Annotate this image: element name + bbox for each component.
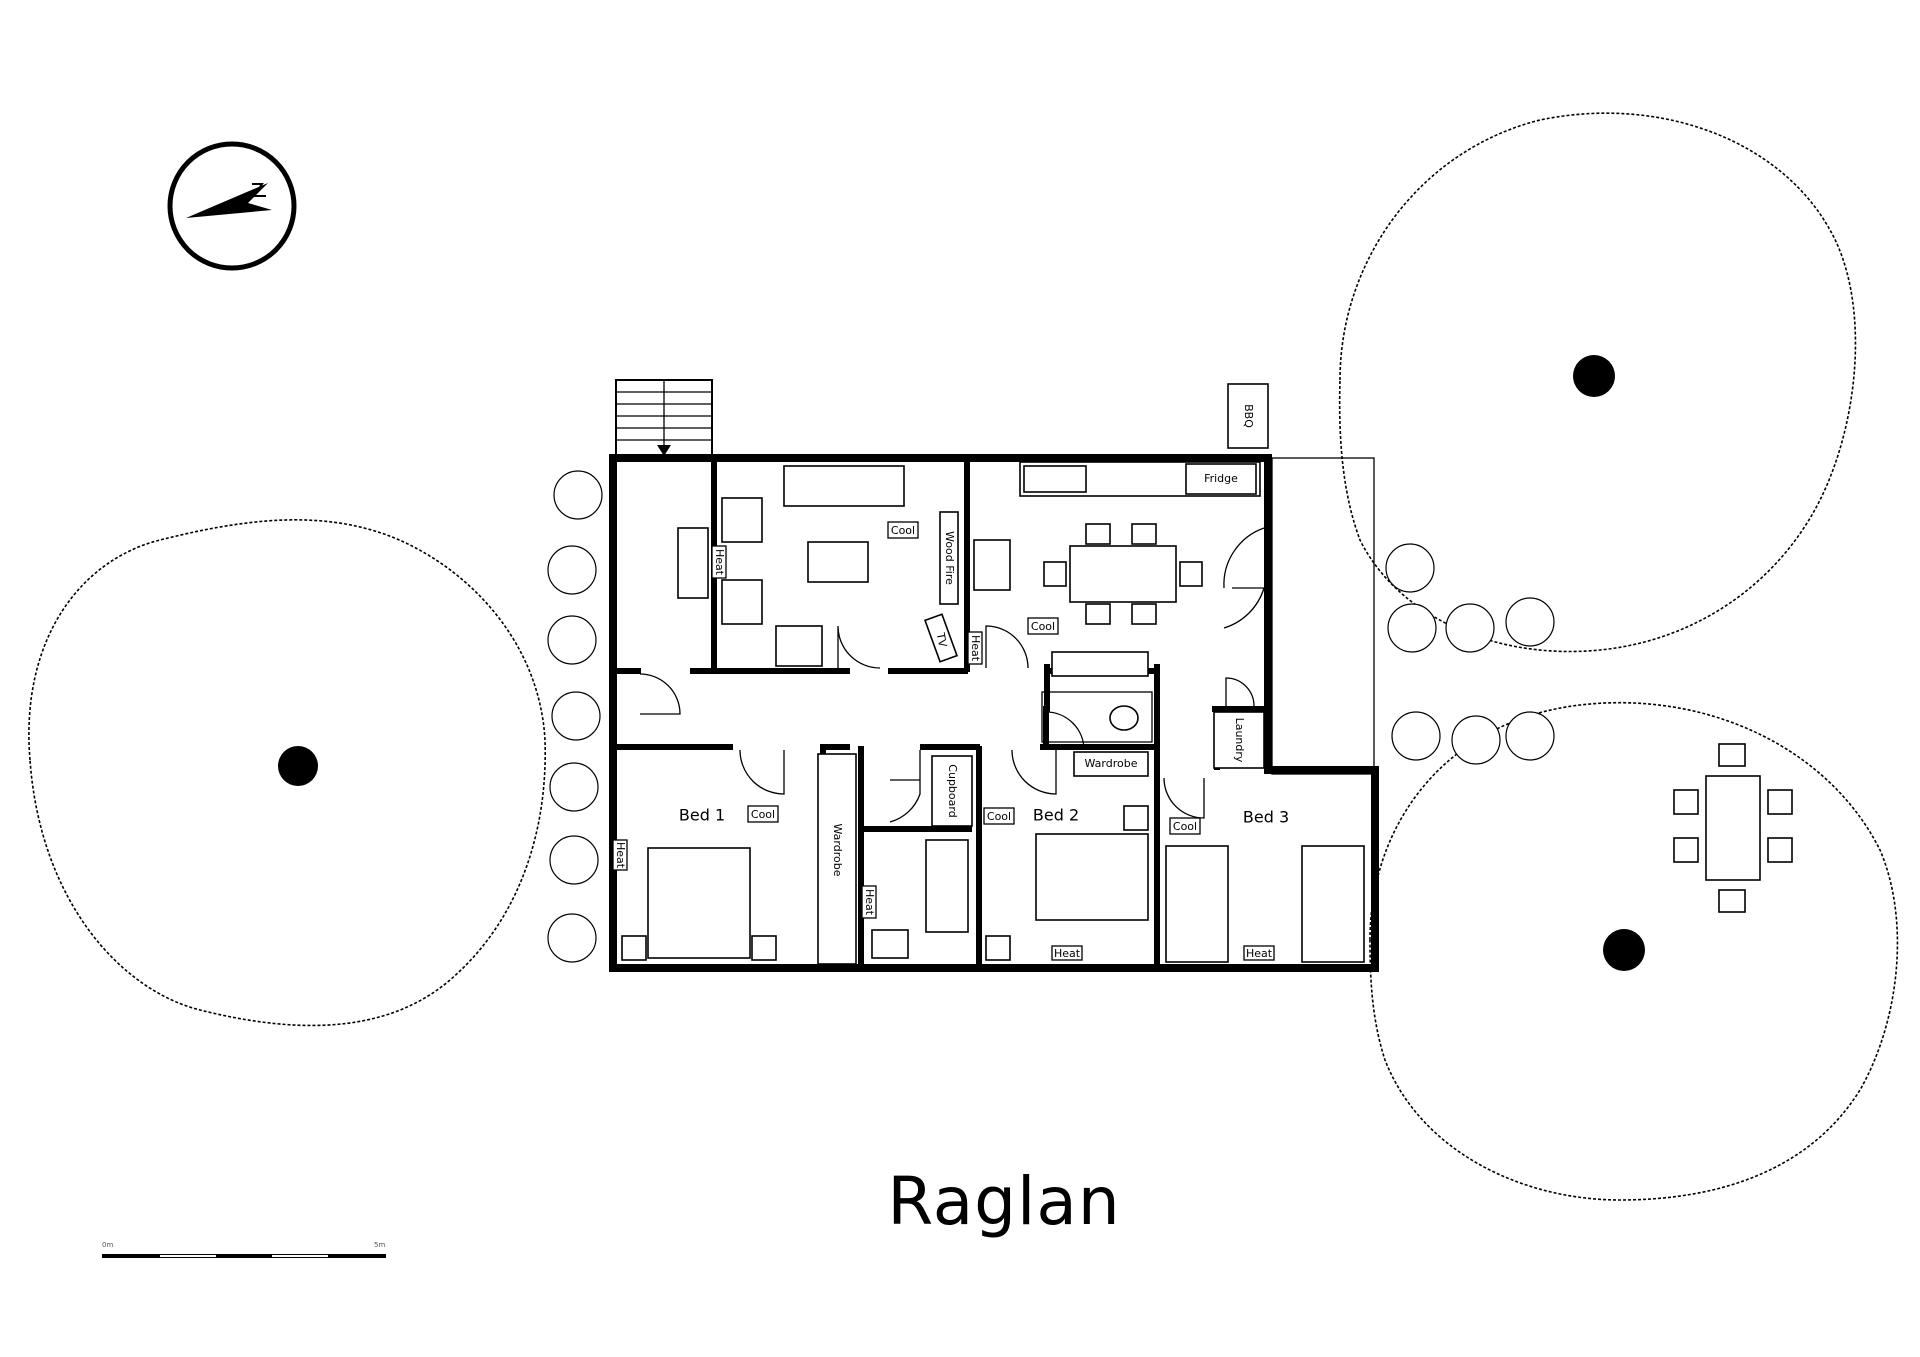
north-arrow-icon [167,141,297,271]
svg-text:Wardrobe: Wardrobe [1085,757,1138,770]
toilet [1109,705,1139,731]
tree-trunk [1573,355,1615,397]
single-bed [1165,845,1229,963]
svg-text:Cool: Cool [1031,620,1055,633]
dining-table [1069,545,1177,603]
tree-trunk [1603,929,1645,971]
svg-text:Cupboard: Cupboard [946,764,959,817]
svg-text:Cool: Cool [751,808,775,821]
bench [1051,651,1149,677]
scale-start: 0m [102,1241,113,1249]
svg-text:Cool: Cool [891,524,915,537]
scale-end: 5m [374,1241,385,1249]
svg-text:Cool: Cool [987,810,1011,823]
shrub-icon [1451,715,1501,765]
sink [1023,465,1087,493]
stove [973,539,1011,591]
single-bed [1301,845,1365,963]
svg-text:Heat: Heat [969,635,982,662]
shrub-icon [553,470,603,520]
bed3: Bed 3 Cool Heat [1165,808,1365,963]
shrub-icon [1391,711,1441,761]
shrub-icon [547,913,597,963]
shrub-icon [547,615,597,665]
svg-text:Fridge: Fridge [1204,472,1238,485]
svg-text:Cool: Cool [1173,820,1197,833]
tree-trunk [278,746,318,786]
svg-text:TV: TV [934,631,950,649]
plan-title: Raglan [887,1163,1120,1240]
shrub-icon [551,691,601,741]
outdoor-dining-set [1673,743,1793,913]
laundry [1213,711,1265,769]
tree-bottom-right [1369,701,1899,1201]
living-furniture: TV Cool Heat Wood Fire [677,465,959,667]
svg-text:Heat: Heat [863,889,876,916]
shrub-icon [1445,603,1495,653]
tree-canopy-icon [1369,701,1899,1201]
wardrobe [1073,751,1149,777]
bed [647,847,751,959]
bed1: Bed 1 Cool Heat Wardrobe [612,753,857,965]
shrub-icon [547,545,597,595]
svg-text:Heat: Heat [713,549,726,576]
toilet-laundry: Laundry [1041,691,1265,769]
svg-text:Heat: Heat [1246,947,1273,960]
svg-text:Laundry: Laundry [1233,718,1246,763]
bed2: Bed 2 Cool Wardrobe Heat [983,751,1149,961]
shrub-icon [1505,711,1555,761]
sideboard [677,527,709,599]
kitchen-dining: Fridge Cool Heat [967,461,1261,677]
bathroom: Cupboard Heat [861,755,973,959]
coffee-table [807,541,869,583]
basin [871,929,909,959]
toilet-room [1041,691,1153,743]
bbq: BBQ [1227,383,1269,449]
verandah [1271,457,1375,775]
fridge [1185,463,1257,495]
shrub-icon [1505,597,1555,647]
bed [1035,833,1149,921]
svg-text:Bed 3: Bed 3 [1243,808,1289,827]
svg-text:Wood Fire: Wood Fire [943,531,956,585]
armchair [775,625,823,667]
svg-text:Bed 1: Bed 1 [679,806,725,825]
doors [639,527,1265,823]
svg-text:Wardrobe: Wardrobe [831,824,844,877]
svg-text:Heat: Heat [1054,947,1081,960]
wardrobe [817,753,857,965]
tv-unit [923,613,959,663]
scale-bar: 0m 5m [102,1241,386,1258]
sofa [783,465,905,507]
shrubs-east [1385,543,1555,765]
armchair [721,497,763,543]
tree-left [28,519,547,1027]
entry-stairs [615,379,713,459]
svg-text:BBQ: BBQ [1242,404,1255,428]
wood-fire [939,511,959,605]
shrub-icon [549,835,599,885]
svg-text:Heat: Heat [614,842,627,869]
shrub-icon [549,762,599,812]
svg-text:Bed 2: Bed 2 [1033,806,1079,825]
armchair [721,579,763,625]
shrub-icon [1387,603,1437,653]
shrubs-west [547,470,603,963]
shrub-icon [1385,543,1435,593]
bathtub [925,839,969,933]
cupboard [931,755,973,827]
